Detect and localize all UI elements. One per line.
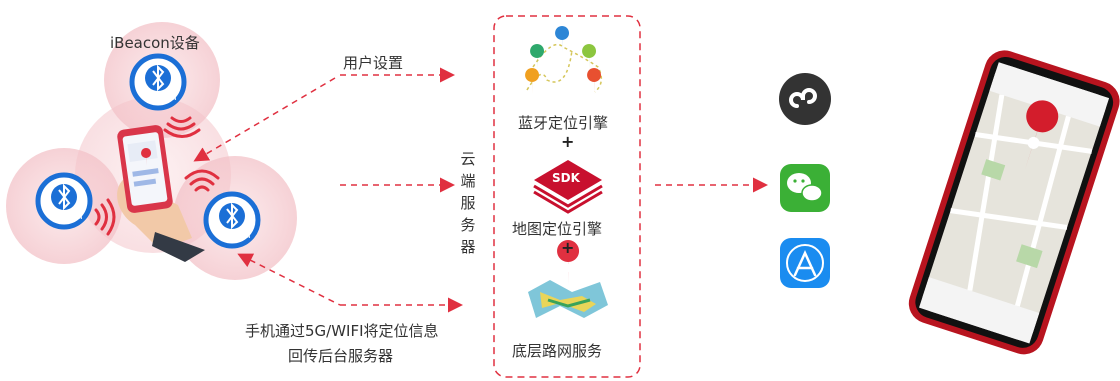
flow-arrows	[193, 67, 768, 313]
location-pins-icon	[525, 26, 603, 94]
sdk-icon	[533, 160, 603, 214]
beacon-top	[129, 53, 187, 111]
uplink-label-line1: 手机通过5G/WIFI将定位信息	[245, 322, 439, 340]
map-engine-label: 地图定位引擎	[512, 220, 603, 238]
cloud-char-1: 云	[460, 150, 476, 168]
base-network-label: 底层路网服务	[512, 342, 603, 360]
arrow-uplink	[237, 253, 341, 306]
cloud-char-3: 服	[460, 194, 476, 212]
cloud-char-4: 务	[460, 216, 476, 234]
cloud-char-2: 端	[460, 172, 476, 190]
service-box	[493, 15, 641, 378]
hand-with-phone	[117, 125, 205, 262]
signal-waves	[94, 116, 220, 236]
arrow-to-phone	[193, 77, 336, 162]
cloud-server-label: 云 端 服 务 器	[458, 148, 478, 258]
map-icon	[528, 240, 608, 318]
sdk-text: SDK	[552, 171, 580, 185]
beacon-brand-left: Bluetooth	[49, 214, 83, 221]
plus-2: +	[561, 238, 575, 257]
smartphone-map	[908, 50, 1120, 355]
beacon-right	[203, 191, 261, 249]
uplink-label-line2: 回传后台服务器	[288, 347, 394, 365]
bluetooth-engine-label: 蓝牙定位引擎	[518, 114, 609, 132]
beacon-left	[35, 172, 93, 230]
mini-program-icon[interactable]	[779, 73, 831, 125]
plus-1: +	[561, 132, 575, 151]
ibeacon-label: iBeacon设备	[110, 34, 200, 52]
beacon-brand-right: Bluetooth	[217, 233, 251, 240]
user-settings-label: 用户设置	[343, 54, 404, 72]
beacon-brand-top: Bluetooth	[143, 95, 177, 102]
app-store-icon[interactable]	[780, 238, 830, 288]
wechat-icon[interactable]	[780, 164, 830, 212]
cloud-char-5: 器	[460, 238, 476, 256]
